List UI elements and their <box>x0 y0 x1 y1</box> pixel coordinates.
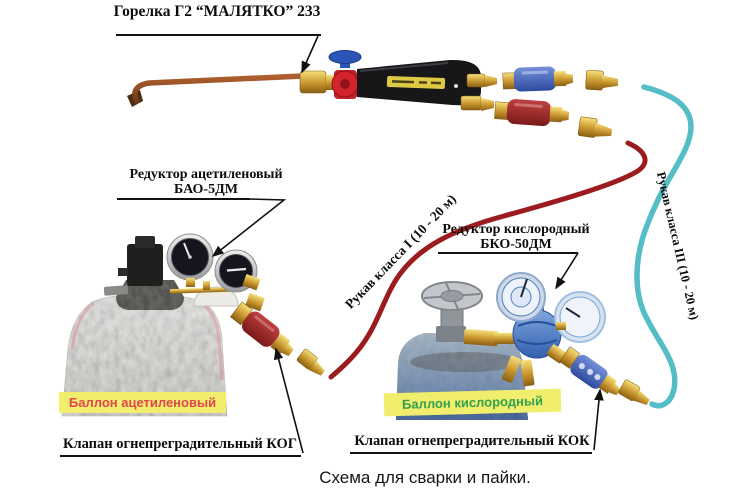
acetylene-outlet-fitting-2 <box>245 292 265 312</box>
torch-outlet-nipple-top <box>466 73 497 88</box>
oxygen-reducer-label-line1: Редуктор кислородный <box>442 222 590 237</box>
kok-flashback-arrestor <box>559 346 621 396</box>
acetylene-reducer-label: Редуктор ацетиленовый БАО-5ДМ <box>116 167 296 197</box>
oxygen-reducer-ridge <box>517 321 557 327</box>
kog-flashback-arrestor <box>230 301 294 357</box>
acetylene-cylinder-texture <box>62 294 227 416</box>
torch-tube-nut <box>299 70 327 94</box>
acetylene-cylinder-pink-edge-left <box>70 301 95 351</box>
torch-acetylene-arrestor <box>494 99 570 127</box>
torch-valve-center <box>340 79 350 89</box>
acetylene-reducer-spindle <box>169 286 241 294</box>
oxygen-reducer-outlet-2 <box>520 359 535 387</box>
torch-outlet-nipple-bottom <box>460 95 494 111</box>
oxygen-gauge-low <box>554 291 606 343</box>
acetylene-valve-side-knob <box>118 268 128 276</box>
torch-tube <box>132 73 306 104</box>
torch-handle-pin <box>454 84 458 88</box>
kog-valve-label: Клапан огнепреградительный КОГ <box>62 436 298 452</box>
acetylene-cylinder-assembly <box>61 233 325 417</box>
kok-leader-arrow <box>593 388 604 451</box>
torch-handle-label <box>386 76 446 89</box>
oxygen-reducer-leader-arrow <box>555 252 579 290</box>
oxygen-hose-nipple <box>618 379 650 405</box>
acetylene-cylinder-pink-edge-right <box>202 303 224 381</box>
acetylene-hose-nipple <box>296 348 325 376</box>
oxygen-reducer-outlet-1 <box>502 355 521 383</box>
oxygen-handwheel-hub <box>440 290 464 302</box>
torch-handle-label-text-mark <box>391 80 415 84</box>
acetylene-hose <box>328 140 648 380</box>
oxygen-reducer-label: Редуктор кислородный БКО-50ДМ <box>430 222 602 252</box>
acetylene-reducer-label-line2: БАО-5ДМ <box>174 182 238 198</box>
oxygen-cylinder-tag: Баллон кислородный <box>383 388 562 417</box>
oxygen-hose <box>634 84 694 409</box>
torch-collar <box>326 75 335 90</box>
acetylene-outlet-fitting-1 <box>242 273 261 291</box>
acetylene-valve-lever <box>103 285 129 296</box>
leader-lines <box>60 34 604 457</box>
torch-oxygen-knob <box>328 50 362 64</box>
oxygen-inlet-fitting <box>463 329 499 347</box>
kog-leader-arrow <box>273 347 304 454</box>
acetylene-reducer-leader-arrow <box>211 198 287 257</box>
acetylene-reducer-spindle-stem <box>203 281 210 290</box>
oxygen-inlet-pipe <box>494 333 520 344</box>
oxygen-valve-nut <box>436 326 466 342</box>
torch-label: Горелка Г2 “МАЛЯТКО” 233 <box>113 3 321 20</box>
caption: Схема для сварки и пайки. <box>319 468 531 487</box>
acetylene-hose-adapter <box>577 116 613 138</box>
acetylene-cylinder-valve <box>127 244 163 286</box>
kok-valve-label: Клапан огнепреградительный КОК <box>354 433 590 449</box>
oxygen-hose-adapter <box>585 70 619 91</box>
acetylene-reducer-label-line1: Редуктор ацетиленовый <box>129 167 283 182</box>
oxygen-gauge-high <box>496 272 546 322</box>
acetylene-gauge-high <box>166 233 214 287</box>
torch-leader-arrow <box>301 35 319 74</box>
oxygen-reducer-ridge <box>516 339 558 345</box>
torch-assembly <box>127 50 497 111</box>
acetylene-valve-collar-texture <box>116 280 184 310</box>
oxygen-reducer-label-line2: БКО-50ДМ <box>480 237 552 253</box>
torch-handle-label-text-mark <box>418 81 428 84</box>
acetylene-valve-top <box>135 236 155 248</box>
acetylene-cylinder-tag: Баллон ацетиленовый <box>59 392 226 413</box>
torch-oxygen-arrestor <box>502 66 574 92</box>
torch-handle-label-text-mark <box>430 81 442 85</box>
torch-handle-highlight <box>359 62 449 72</box>
